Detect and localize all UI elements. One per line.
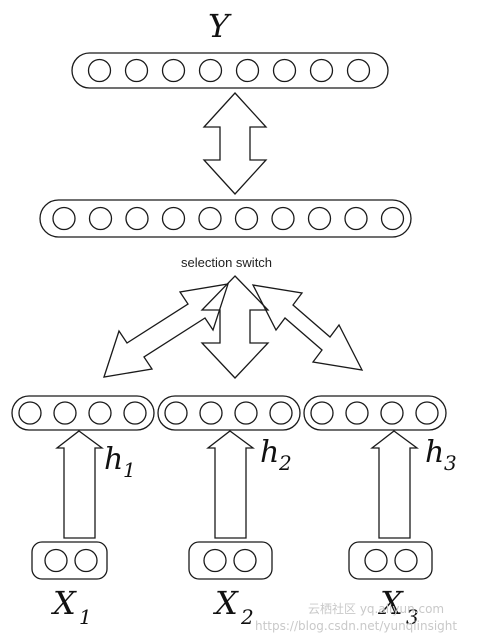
switch-node [344, 206, 368, 231]
switch-node [161, 206, 186, 231]
input-node [74, 548, 98, 573]
output-label: Y [208, 7, 232, 45]
switch-h2-double-arrow [200, 275, 270, 379]
output-node [346, 58, 371, 83]
hidden-node [53, 401, 77, 425]
hidden-node [199, 401, 223, 425]
input-label-3-sub: 3 [406, 605, 419, 629]
input-label-1: X 1 [50, 584, 92, 629]
hidden-layer-2 [157, 395, 301, 431]
hidden-node [164, 401, 188, 425]
hidden-layer-3-capsule [303, 395, 447, 431]
input-layer-3-nodes [364, 548, 418, 573]
hidden-layer-2-capsule [157, 395, 301, 431]
input-layer-3-capsule [348, 541, 433, 580]
input-node [233, 548, 257, 573]
output-node [87, 58, 112, 83]
input-node [203, 548, 227, 573]
watermark-line-2: https://blog.csdn.net/yunqiinsight [255, 619, 457, 633]
input-layer-2 [188, 541, 273, 580]
hidden-node [269, 401, 293, 425]
switch-node [380, 206, 405, 231]
hidden-label-3-sub: 3 [444, 451, 457, 475]
input-label-3: X 3 [377, 584, 419, 629]
input-node [364, 548, 388, 573]
hidden-node [18, 401, 42, 425]
hidden-node [123, 401, 147, 425]
hidden-label-1: h 1 [104, 442, 136, 482]
output-layer-capsule [71, 52, 389, 89]
selection-switch-label: selection switch [181, 255, 272, 270]
output-node [124, 58, 149, 83]
hidden-layer-1-capsule [11, 395, 155, 431]
output-layer-nodes [87, 58, 371, 83]
x3-h3-up-arrow [370, 430, 419, 539]
x1-h1-up-arrow [55, 430, 104, 539]
switch-layer-nodes [52, 206, 405, 231]
switch-layer [39, 199, 412, 238]
output-layer [71, 52, 389, 89]
input-layer-1-capsule [31, 541, 108, 580]
hidden-label-2: h 2 [260, 435, 292, 475]
input-layer-1 [31, 541, 108, 580]
switch-h3-double-arrow [251, 284, 364, 371]
output-switch-double-arrow [202, 92, 268, 195]
hidden-label-2-base: h [260, 435, 279, 470]
input-label-2: X 2 [212, 584, 254, 629]
input-node [394, 548, 418, 573]
input-label-1-sub: 1 [79, 605, 92, 629]
switch-node [88, 206, 113, 231]
switch-layer-capsule [39, 199, 412, 238]
output-node [309, 58, 334, 83]
output-node [235, 58, 260, 83]
input-layer-1-nodes [44, 548, 98, 573]
input-layer-2-nodes [203, 548, 257, 573]
hidden-label-2-sub: 2 [278, 451, 292, 475]
watermark-line-1: 云栖社区 yq.aliyun.com [308, 601, 444, 616]
output-node [161, 58, 186, 83]
hidden-node [234, 401, 258, 425]
hidden-node [88, 401, 112, 425]
switch-node [125, 206, 149, 231]
hidden-node [345, 401, 369, 425]
switch-node [307, 206, 332, 231]
hidden-label-3: h 3 [425, 435, 457, 475]
hidden-layer-3-nodes [310, 401, 439, 425]
hidden-layer-1-nodes [18, 401, 147, 425]
input-layer-2-capsule [188, 541, 273, 580]
switch-node [234, 206, 259, 231]
input-label-2-base: X [212, 584, 239, 622]
hidden-layer-3 [303, 395, 447, 431]
input-label-1-base: X [50, 584, 77, 622]
x2-h2-up-arrow [206, 430, 255, 539]
hidden-node [415, 401, 439, 425]
hidden-layer-1 [11, 395, 155, 431]
input-label-3-base: X [377, 584, 404, 622]
hidden-node [310, 401, 334, 425]
hidden-label-1-base: h [104, 442, 123, 477]
switch-h1-double-arrow [103, 283, 229, 378]
switch-node [52, 206, 76, 231]
switch-node [271, 206, 295, 231]
input-layer-3 [348, 541, 433, 580]
output-node [198, 58, 223, 83]
switch-node [198, 206, 222, 231]
hidden-label-1-sub: 1 [123, 458, 136, 482]
hidden-node [380, 401, 404, 425]
input-node [44, 548, 68, 573]
output-node [272, 58, 297, 83]
input-label-2-sub: 2 [240, 605, 254, 629]
hidden-layer-2-nodes [164, 401, 293, 425]
hidden-label-3-base: h [425, 435, 444, 470]
